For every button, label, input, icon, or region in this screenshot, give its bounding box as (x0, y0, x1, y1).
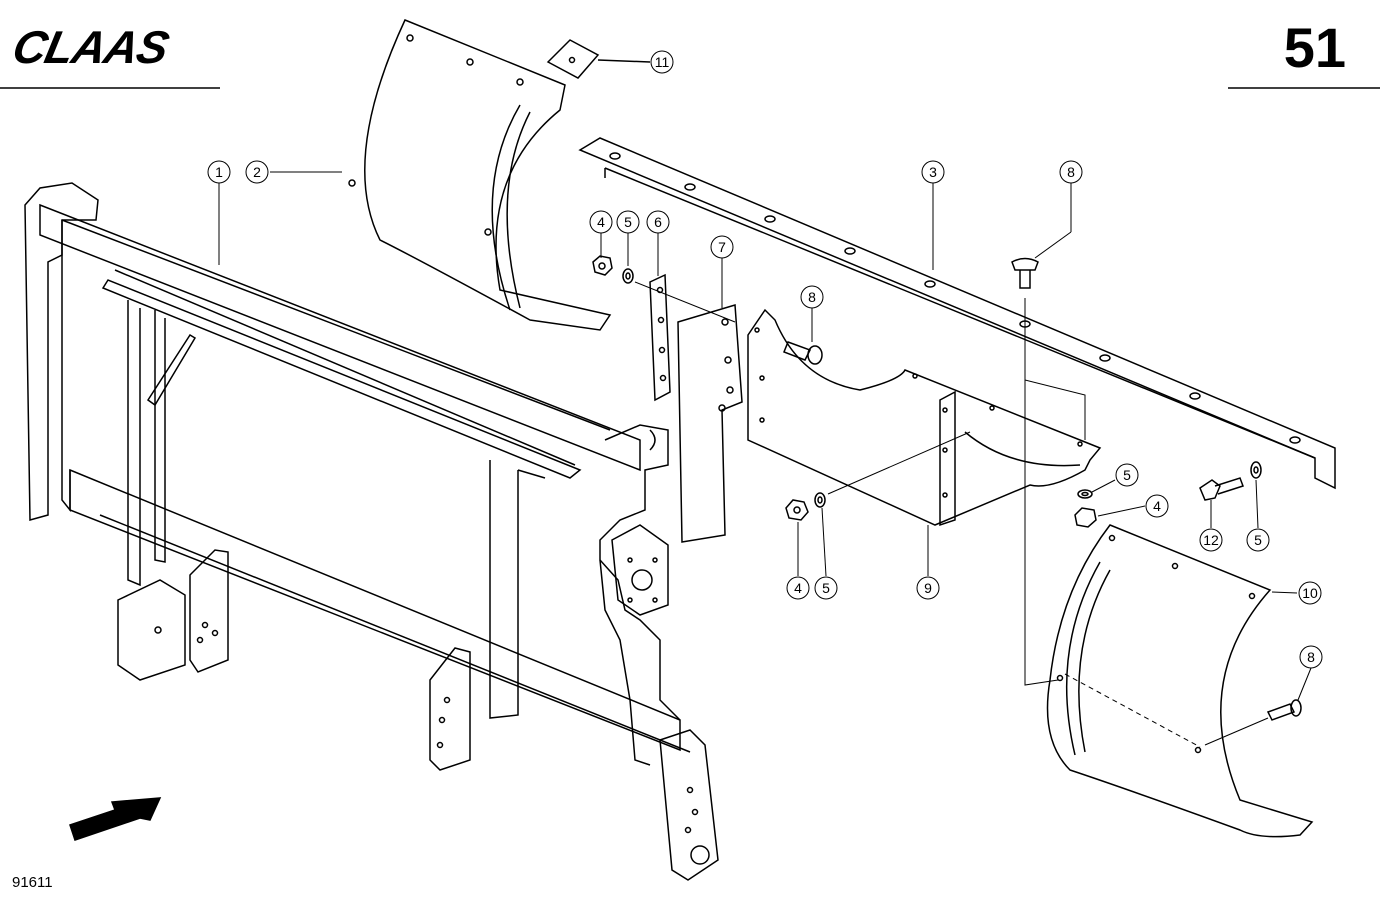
callout-circle (207, 160, 231, 184)
part-5-washer-left (622, 268, 736, 323)
part-3-angle-bar (578, 137, 1336, 490)
part-5-washer-far-right (1250, 461, 1262, 479)
callout-8-marker: 8 (1059, 160, 1083, 184)
callout-circle (646, 210, 670, 234)
callout-label: 4 (597, 214, 605, 230)
callout-circle (814, 576, 838, 600)
part-6-strap (649, 273, 671, 402)
callout-circle (1246, 528, 1270, 552)
callout-12-marker: 12 (1199, 528, 1223, 552)
callout-9-marker: 9 (916, 576, 940, 600)
callout-label: 9 (924, 580, 932, 596)
part-2-curved-shield (348, 19, 612, 331)
callout-circle (1145, 494, 1169, 518)
callout-label: 4 (794, 580, 802, 596)
callout-label: 4 (1153, 498, 1161, 514)
callout-6-marker: 6 (646, 210, 670, 234)
part-8-bolt-lower (1204, 699, 1302, 746)
part-9-bracket (747, 308, 1102, 527)
callout-3-marker: 3 (921, 160, 945, 184)
callout-label: 5 (624, 214, 632, 230)
callout-circle (650, 50, 674, 74)
callout-2-marker: 2 (245, 160, 269, 184)
callout-circle (1115, 463, 1139, 487)
callout-circle (1059, 160, 1083, 184)
callout-circle (616, 210, 640, 234)
part-5-washer-right (1077, 489, 1093, 499)
callout-5-marker: 5 (616, 210, 640, 234)
part-10-curved-shield (1024, 325, 1314, 838)
page-number: 51 (1283, 16, 1346, 79)
callout-circle (1299, 645, 1323, 669)
callout-circle (786, 576, 810, 600)
callout-5-marker: 5 (814, 576, 838, 600)
part-12-bolt (1199, 477, 1244, 501)
callout-circle (1298, 581, 1322, 605)
drawing-number: 91611 (12, 874, 53, 891)
callout-label: 10 (1302, 585, 1318, 601)
callout-10-marker: 10 (1298, 581, 1322, 605)
callout-label: 7 (718, 239, 726, 255)
callout-circle (921, 160, 945, 184)
callout-label: 5 (1123, 467, 1131, 483)
leader-lines (218, 171, 1312, 701)
part-7-plate (677, 304, 743, 543)
callout-circle (800, 285, 824, 309)
callout-11-marker: 11 (650, 50, 674, 74)
callout-circle (710, 235, 734, 259)
part-4-nut-left (592, 255, 613, 276)
callout-4-marker: 4 (589, 210, 613, 234)
callout-label: 6 (654, 214, 662, 230)
callout-8-marker: 8 (800, 285, 824, 309)
callout-label: 8 (1067, 164, 1075, 180)
part-4-nut-lower (785, 499, 809, 521)
callout-label: 8 (808, 289, 816, 305)
callout-5-marker: 5 (1246, 528, 1270, 552)
part-11-small-plate (546, 39, 651, 79)
callout-circle (589, 210, 613, 234)
direction-arrow (69, 797, 162, 841)
callout-label: 5 (1254, 532, 1262, 548)
callout-1-marker: 1 (207, 160, 231, 184)
callout-circle (1199, 528, 1223, 552)
callout-label: 5 (822, 580, 830, 596)
callout-label: 11 (655, 54, 670, 70)
callout-label: 12 (1203, 532, 1219, 548)
callout-8-marker: 8 (1299, 645, 1323, 669)
part-4-nut-right (1074, 507, 1097, 528)
callout-5-marker: 5 (1115, 463, 1139, 487)
part-8-bolt-middle (783, 341, 823, 365)
callout-4-marker: 4 (1145, 494, 1169, 518)
callout-circle (245, 160, 269, 184)
callout-circle (916, 576, 940, 600)
callout-label: 8 (1307, 649, 1315, 665)
part-1-main-frame (24, 182, 719, 881)
callout-4-marker: 4 (786, 576, 810, 600)
callout-label: 1 (215, 164, 223, 180)
part-5-washer-lower (814, 431, 971, 508)
callout-label: 2 (253, 164, 261, 180)
callout-7-marker: 7 (710, 235, 734, 259)
callout-label: 3 (929, 164, 937, 180)
